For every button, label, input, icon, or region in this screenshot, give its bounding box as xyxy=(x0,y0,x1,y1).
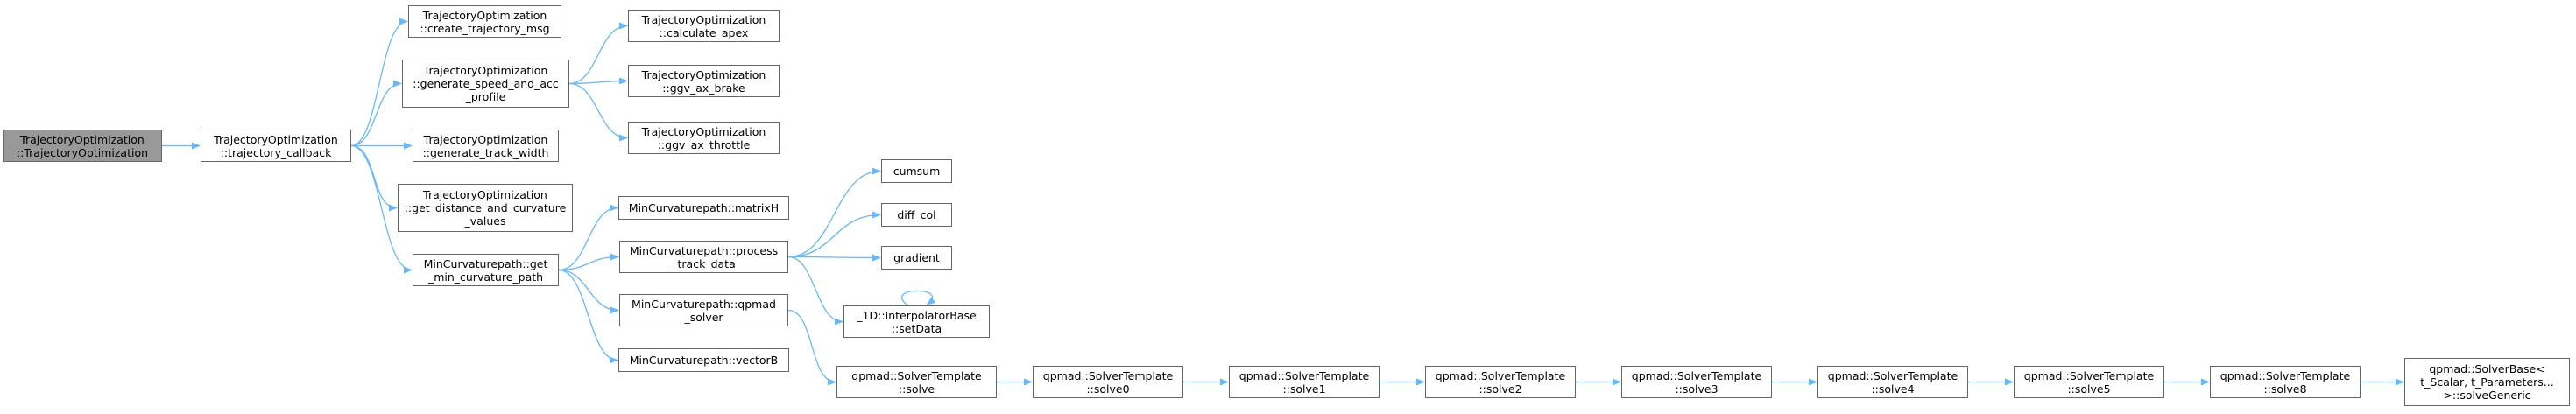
node-label-line: qpmad::SolverTemplate xyxy=(1827,368,1958,382)
node-label-line: qpmad::SolverBase< xyxy=(2429,362,2545,375)
node-label-line: ::generate_speed_and_acc xyxy=(413,77,559,90)
node-label-line: MinCurvaturepath::matrixH xyxy=(628,201,780,214)
node-solve0[interactable]: qpmad::SolverTemplate::solve0 xyxy=(1033,366,1183,398)
node-label-line: _values xyxy=(464,214,506,228)
node-label-line: TrajectoryOptimization xyxy=(423,64,548,77)
node-solveGeneric[interactable]: qpmad::SolverBase<t_Scalar, t_Parameters… xyxy=(2404,358,2570,406)
edge-process-to-cumsum xyxy=(787,167,881,258)
node-solve4[interactable]: qpmad::SolverTemplate::solve4 xyxy=(1817,366,1968,398)
node-label-line: _min_curvature_path xyxy=(427,270,544,284)
node-label-line: _solver xyxy=(684,310,723,324)
node-label-line: ::generate_track_width xyxy=(422,145,549,159)
node-label-line: qpmad::SolverTemplate xyxy=(1631,368,1762,382)
node-create-msg[interactable]: TrajectoryOptimization::create_trajector… xyxy=(408,5,561,38)
node-label-line: >::solveGeneric xyxy=(2443,389,2531,402)
node-label-line: ::setData xyxy=(891,321,942,335)
node-root: TrajectoryOptimization::TrajectoryOptimi… xyxy=(3,130,162,162)
node-label-line: TrajectoryOptimization xyxy=(641,12,766,26)
node-label-line: ::create_trajectory_msg xyxy=(420,21,550,35)
node-label-line: qpmad::SolverTemplate xyxy=(2220,368,2351,382)
node-label-line: MinCurvaturepath::qpmad xyxy=(632,297,776,311)
node-matrixH[interactable]: MinCurvaturepath::matrixH xyxy=(618,196,789,220)
edge-get_min-to-qpmad_solver xyxy=(558,269,619,314)
edge-gen_speed-to-calc_apex xyxy=(568,22,628,85)
node-label-line: MinCurvaturepath::vectorB xyxy=(629,354,779,367)
node-label-line: ::trajectory_callback xyxy=(220,145,332,159)
node-get-dist[interactable]: TrajectoryOptimization::get_distance_and… xyxy=(398,184,573,232)
node-traj-cb[interactable]: TrajectoryOptimization::trajectory_callb… xyxy=(201,130,351,162)
node-ggv-throttle[interactable]: TrajectoryOptimization::ggv_ax_throttle xyxy=(628,122,780,154)
node-label-line: TrajectoryOptimization xyxy=(20,132,145,146)
node-label-line: cumsum xyxy=(893,165,941,178)
edge-traj_cb-to-create_msg xyxy=(350,18,408,147)
node-process[interactable]: MinCurvaturepath::process_track_data xyxy=(619,241,788,273)
node-label-line: TrajectoryOptimization xyxy=(423,188,547,201)
edge-traj_cb-to-get_dist xyxy=(350,144,398,212)
node-solve1[interactable]: qpmad::SolverTemplate::solve1 xyxy=(1229,366,1380,398)
node-solve3[interactable]: qpmad::SolverTemplate::solve3 xyxy=(1621,366,1772,398)
node-label-line: _1D::InterpolatorBase xyxy=(857,308,977,322)
node-label-line: ::solve xyxy=(898,382,935,396)
node-calc-apex[interactable]: TrajectoryOptimization::calculate_apex xyxy=(628,10,780,42)
node-label-line: ::solve5 xyxy=(2067,382,2111,396)
edge-gen_speed-to-ggv_brake xyxy=(568,77,628,85)
node-label-line: qpmad::SolverTemplate xyxy=(1435,368,1566,382)
node-gradient[interactable]: gradient xyxy=(881,246,952,270)
node-label-line: ::ggv_ax_brake xyxy=(662,81,745,95)
node-solve2[interactable]: qpmad::SolverTemplate::solve2 xyxy=(1425,366,1576,398)
node-vectorB[interactable]: MinCurvaturepath::vectorB xyxy=(618,348,789,372)
edge-process-to-setData xyxy=(787,256,843,326)
node-label-line: _profile xyxy=(465,90,506,103)
node-label-line: _track_data xyxy=(672,256,736,270)
edge-get_min-to-process xyxy=(558,253,619,271)
node-cumsum[interactable]: cumsum xyxy=(881,159,952,183)
node-label-line: qpmad::SolverTemplate xyxy=(1239,368,1370,382)
node-qpmad-solver[interactable]: MinCurvaturepath::qpmad_solver xyxy=(619,294,788,326)
edge-qpmad_solver-to-solve xyxy=(787,309,836,386)
edge-process-to-diff_col xyxy=(787,211,881,258)
edge-traj_cb-to-get_min xyxy=(350,144,413,274)
node-label-line: qpmad::SolverTemplate xyxy=(851,368,982,382)
node-label-line: qpmad::SolverTemplate xyxy=(2023,368,2155,382)
node-label-line: ::solve0 xyxy=(1086,382,1130,396)
node-solve8[interactable]: qpmad::SolverTemplate::solve8 xyxy=(2210,366,2361,398)
node-label-line: ::solve8 xyxy=(2263,382,2307,396)
node-label-line: gradient xyxy=(893,251,940,264)
node-label-line: ::get_distance_and_curvature xyxy=(404,201,567,214)
node-gen-track[interactable]: TrajectoryOptimization::generate_track_w… xyxy=(413,130,559,162)
node-label-line: TrajectoryOptimization xyxy=(422,8,547,22)
node-ggv-brake[interactable]: TrajectoryOptimization::ggv_ax_brake xyxy=(628,65,780,97)
node-label-line: MinCurvaturepath::get xyxy=(423,256,548,270)
edge-process-to-gradient xyxy=(787,254,881,262)
node-label-line: ::solve3 xyxy=(1675,382,1719,396)
node-label-line: TrajectoryOptimization xyxy=(214,132,338,146)
node-solve[interactable]: qpmad::SolverTemplate::solve xyxy=(836,366,997,398)
node-solve5[interactable]: qpmad::SolverTemplate::solve5 xyxy=(2014,366,2164,398)
node-label-line: ::solve1 xyxy=(1282,382,1326,396)
node-label-line: ::calculate_apex xyxy=(659,25,749,39)
node-label-line: ::ggv_ax_throttle xyxy=(657,137,751,151)
node-label-line: diff_col xyxy=(897,208,936,221)
node-diff-col[interactable]: diff_col xyxy=(881,203,952,227)
node-label-line: TrajectoryOptimization xyxy=(641,67,766,81)
edge-get_min-to-vectorB xyxy=(558,269,618,364)
edge-gen_speed-to-ggv_throttle xyxy=(568,82,628,142)
node-label-line: ::solve4 xyxy=(1871,382,1915,396)
node-gen-speed[interactable]: TrajectoryOptimization::generate_speed_a… xyxy=(402,60,569,108)
edge-traj_cb-to-gen_speed xyxy=(350,80,402,147)
node-label-line: ::TrajectoryOptimization xyxy=(16,145,149,159)
node-setData[interactable]: _1D::InterpolatorBase::setData xyxy=(843,305,990,338)
node-label-line: TrajectoryOptimization xyxy=(423,132,548,146)
node-label-line: qpmad::SolverTemplate xyxy=(1042,368,1174,382)
node-label-line: ::solve2 xyxy=(1479,382,1522,396)
node-label-line: TrajectoryOptimization xyxy=(641,124,766,138)
node-get-min[interactable]: MinCurvaturepath::get_min_curvature_path xyxy=(413,254,559,286)
node-label-line: t_Scalar, t_Parameters... xyxy=(2420,375,2554,389)
node-label-line: MinCurvaturepath::process xyxy=(629,243,779,257)
edge-setData-to-setData xyxy=(901,290,936,306)
edge-get_min-to-matrixH xyxy=(558,204,618,271)
